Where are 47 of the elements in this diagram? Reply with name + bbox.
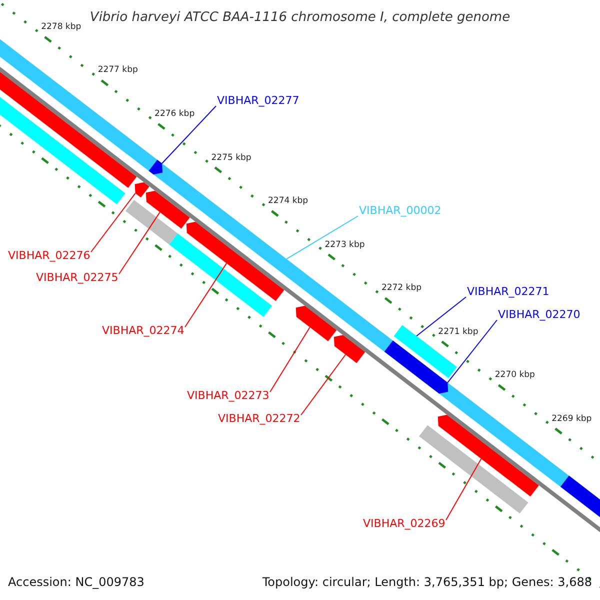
feature-band (169, 233, 272, 317)
gene-label: VIBHAR_02273 (187, 390, 270, 401)
scale-label: 2276 kbp (154, 110, 195, 118)
gene-label: VIBHAR_02276 (8, 250, 90, 261)
gene-feature (384, 340, 448, 394)
feature-band (0, 97, 126, 204)
leader-line (162, 106, 216, 164)
gene-feature (334, 335, 366, 364)
gene-label: VIBHAR_02277 (217, 95, 300, 106)
gene-label: VIBHAR_02269 (363, 518, 446, 529)
gene-feature (438, 414, 539, 496)
scale-label: 2269 kbp (552, 414, 592, 424)
feature-band (419, 425, 528, 514)
gene-feature (146, 190, 190, 229)
map-title: Vibrio harveyi ATCC BAA-1116 chromosome I, complete genome (88, 11, 512, 24)
topology-note: Topology: circular; Length: 3,765,351 bp; Genes: 3,688 (262, 576, 592, 588)
scale-label: 2270 kbp (494, 371, 535, 380)
feature-band (125, 200, 178, 244)
gene-label: VIBHAR_02270 (498, 309, 580, 320)
feature-band (394, 325, 457, 378)
gene-feature (134, 182, 150, 198)
leader-line (118, 212, 160, 274)
scale-label: 2271 kbp (438, 328, 478, 336)
leader-line (90, 192, 136, 252)
scale-label: 2272 kbp (381, 284, 422, 293)
gene-feature (296, 306, 337, 342)
scale-label: 2274 kbp (268, 197, 308, 206)
accession-note: Accession: NC_009783 (8, 576, 144, 588)
leader-line (286, 216, 358, 260)
gene-feature (148, 160, 162, 174)
leader-line (270, 326, 310, 392)
leader-line (447, 320, 498, 384)
scale-label: 2273 kbp (324, 240, 365, 250)
leader-line (446, 458, 482, 520)
gene-label: VIBHAR_02275 (36, 272, 118, 283)
gene-label: VIBHAR_00002 (359, 205, 442, 216)
leader-line (416, 296, 466, 336)
gene-label: VIBHAR_02271 (467, 286, 550, 297)
leader-line (184, 262, 228, 328)
gene-feature (560, 476, 600, 518)
gene-feature (186, 222, 284, 302)
leader-line (300, 354, 346, 416)
scale-label: 2275 kbp (211, 154, 252, 162)
scale-label: 2277 kbp (98, 66, 138, 75)
gene-label: VIBHAR_02272 (218, 413, 300, 424)
scale-label: 2278 kbp (41, 22, 82, 32)
gene-label: VIBHAR_02274 (102, 325, 184, 336)
